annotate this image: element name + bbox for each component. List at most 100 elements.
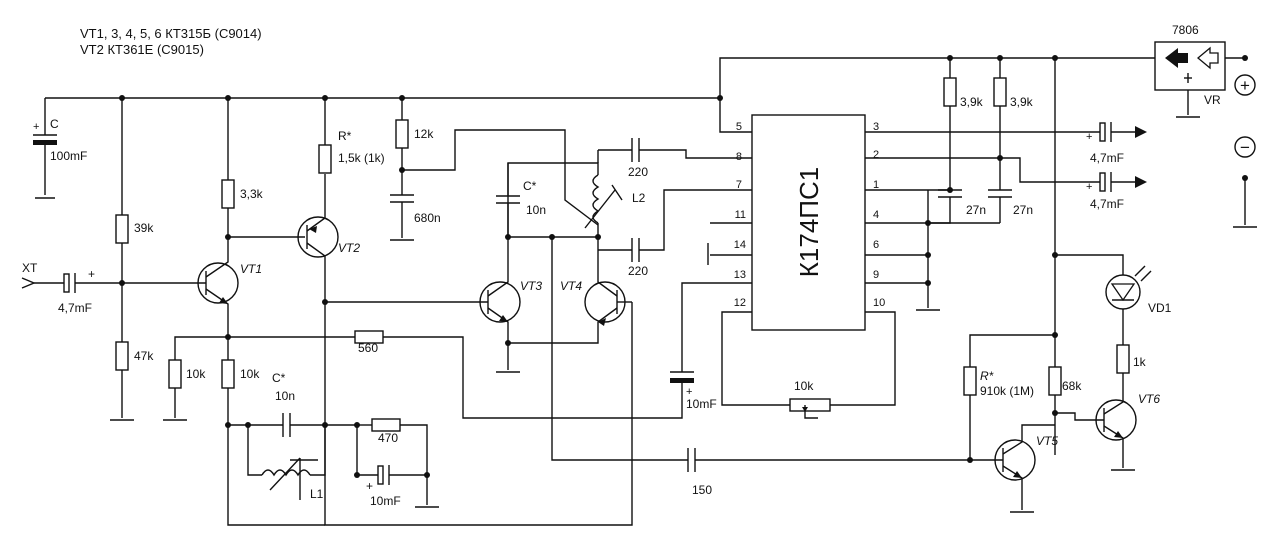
transistor-vt4: VT4 [508,237,632,344]
c-out-b-label: 4,7mF [1090,197,1124,211]
note-transistors-npn: VT1, 3, 4, 5, 6 КТ315Б (С9014) [80,26,262,41]
c-220-top-label: 220 [628,165,648,179]
transistor-vt3: VT3 [325,237,542,373]
potentiometer-10k: 10k [789,379,831,419]
r-star-value: 1,5k (1k) [338,151,385,165]
transistor-vt1: VT1 [197,237,262,337]
vt2-label: VT2 [338,241,360,255]
inductor-l1: L1 [247,425,326,501]
ic-pin-14: 14 [734,239,746,251]
capacitor-10mf-lower: + 10mF [356,425,427,508]
ic-pin-8: 8 [736,151,742,163]
svg-text:+: + [33,121,39,133]
regulator-name: 7806 [1172,23,1199,37]
capacitor-c-star-tank: C* 10n [496,162,688,461]
ic-pin-10: 10 [873,297,885,309]
capacitor-c-star-lower: C* 10n [228,371,357,437]
wire-vt2-emitter-return [324,302,633,526]
resistor-r-star-910k: R* 910k (1M) [963,334,1055,460]
svg-text:+: + [366,479,373,493]
r-10k-b-label: 10k [240,367,260,381]
resistor-47k: 47k [110,341,154,421]
resistor-470: 470 [357,418,439,508]
junction-dots [119,55,1248,478]
c-main-value: 100mF [50,149,87,163]
c-220-bottom-label: 220 [628,264,648,278]
vd1-label: VD1 [1148,301,1172,315]
pot-10k-label: 10k [794,379,814,393]
r-68k-label: 68k [1062,379,1082,393]
resistor-10k-b: 10k [221,337,325,526]
c-out-a-label: 4,7mF [1090,151,1124,165]
ic-pin-7: 7 [736,179,742,191]
svg-text:+: + [686,386,692,398]
c-10mf-ic-label: 10mF [686,397,717,411]
vt1-label: VT1 [240,262,262,276]
inductor-l2: L2 [552,150,646,237]
resistor-1k: 1k [1116,344,1147,395]
ic-pin-6: 6 [873,239,879,251]
r-12k-label: 12k [414,127,434,141]
r-star-b-label: R* [980,369,994,383]
c-150-label: 150 [692,483,712,497]
r-3-3k-label: 3,3k [240,187,264,201]
plus-symbol: + [1240,76,1250,95]
vt5-label: VT5 [1036,434,1058,448]
ic-pin-2: 2 [873,149,879,161]
ic-pin-13: 13 [734,269,746,281]
r-47k-label: 47k [134,349,154,363]
svg-text:+: + [1086,181,1092,193]
ic-pin-11: 11 [735,209,746,221]
resistor-560: 560 [228,330,683,419]
xt-label: XT [22,261,38,275]
transistor-vt5: VT5 [994,424,1058,513]
resistor-12k: 12k [395,98,599,226]
resistor-10k-a: 10k [163,336,228,421]
ic-pin-1: 1 [873,179,879,191]
transistor-vt2: VT2 [297,174,360,302]
c-10mf-lower-label: 10mF [370,494,401,508]
c-680n-label: 680n [414,211,441,225]
capacitor-10mf-ic: + 10mF [670,371,717,411]
minus-symbol: − [1240,138,1250,157]
output-capacitor-b: + 4,7mF [1086,172,1147,211]
svg-text:+: + [1086,131,1092,143]
capacitor-150: 150 [687,448,1003,497]
ic-pin-12: 12 [734,297,746,309]
r-star-b-value: 910k (1M) [980,384,1034,398]
r-star-label: R* [338,129,352,143]
resistor-3-3k: 3,3k [221,98,305,238]
minus-terminal: − [1233,136,1257,228]
ic-pin-3: 3 [873,121,879,133]
c-27n-a-label: 27n [966,203,986,217]
ic-name: К174ПС1 [794,167,824,277]
c-in-label: 4,7mF [58,301,92,315]
c-star-lower-value: 10n [275,389,295,403]
r-39k-label: 39k [134,221,154,235]
r-1k-label: 1k [1133,355,1147,369]
ic-pin-9: 9 [873,269,879,281]
led-vd1: VD1 [1055,254,1172,345]
xt-input-connector: XT + 4,7mF [21,261,206,315]
l2-label: L2 [632,191,646,205]
vt3-label: VT3 [520,279,542,293]
transistor-vt6: VT6 [1055,392,1160,471]
capacitor-220-bottom: 220 [598,189,752,278]
resistor-68k: 68k [1048,366,1082,396]
vt6-label: VT6 [1138,392,1160,406]
l1-label: L1 [310,487,324,501]
resistor-3-9k-a: 3,9k 27n [928,77,986,224]
capacitor-680n: 680n [390,194,441,241]
vt4-label: VT4 [560,279,582,293]
resistor-39k: 39k [115,98,154,342]
c-star-lower-label: C* [272,371,286,385]
regulator-label: VR [1204,93,1221,107]
r-470-label: 470 [378,431,398,445]
r-10k-a-label: 10k [186,367,206,381]
resistor-r-star: R* 1,5k (1k) [318,98,385,174]
ic-pin-5: 5 [736,121,742,133]
resistor-3-9k-b: 3,9k 27n [988,77,1034,223]
regulator-7806: 7806 VR [1154,23,1226,118]
capacitor-220-top: 220 [598,138,752,179]
